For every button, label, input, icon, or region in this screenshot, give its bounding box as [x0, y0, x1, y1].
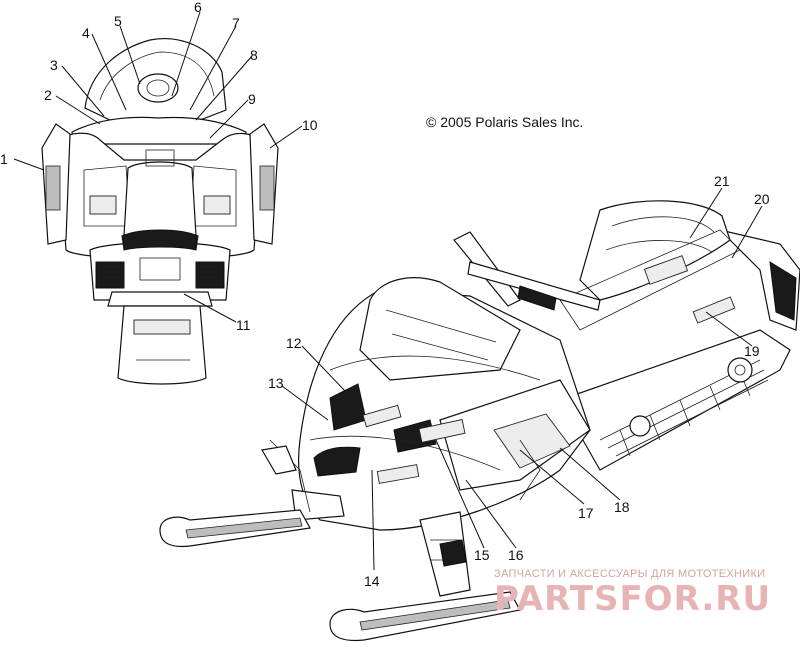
- callout-11: 11: [236, 317, 251, 333]
- callout-7: 7: [232, 15, 240, 31]
- callout-3: 3: [50, 57, 58, 73]
- watermark-brand: PARTSFOR.RU: [494, 579, 771, 619]
- copyright-text: © 2005 Polaris Sales Inc.: [426, 114, 583, 130]
- ski-left: [159, 439, 311, 548]
- callout-labels: 1 2 3 4 5 6 7 8 9 10 11 12 13 14 15 16 1…: [0, 0, 770, 589]
- callout-17: 17: [578, 505, 594, 521]
- callout-12: 12: [286, 335, 302, 351]
- callout-18: 18: [614, 499, 630, 515]
- callout-16: 16: [508, 547, 524, 563]
- callout-1: 1: [0, 151, 8, 167]
- callout-15: 15: [474, 547, 490, 563]
- front-view: [41, 38, 279, 385]
- callout-10: 10: [302, 117, 318, 133]
- callout-14: 14: [364, 573, 380, 589]
- sled-view: [159, 200, 800, 642]
- callout-5: 5: [114, 13, 122, 29]
- front-grille-left: [95, 261, 125, 289]
- watermark-tagline: ЗАПЧАСТИ И АКСЕССУАРЫ ДЛЯ МОТОТЕХНИКИ: [494, 568, 765, 580]
- callout-6: 6: [194, 0, 202, 15]
- callout-21: 21: [714, 173, 730, 189]
- ski-right: [329, 511, 521, 642]
- callout-4: 4: [82, 25, 90, 41]
- callout-20: 20: [754, 191, 770, 207]
- leader-lines: [13, 11, 763, 571]
- callout-9: 9: [248, 91, 256, 107]
- callout-13: 13: [268, 375, 284, 391]
- hood-vents: [313, 383, 437, 477]
- front-grille-right: [195, 261, 225, 289]
- callout-2: 2: [44, 87, 52, 103]
- callout-19: 19: [744, 343, 760, 359]
- callout-8: 8: [250, 47, 258, 63]
- watermark: ЗАПЧАСТИ И АКСЕССУАРЫ ДЛЯ МОТОТЕХНИКИ PA…: [494, 568, 771, 619]
